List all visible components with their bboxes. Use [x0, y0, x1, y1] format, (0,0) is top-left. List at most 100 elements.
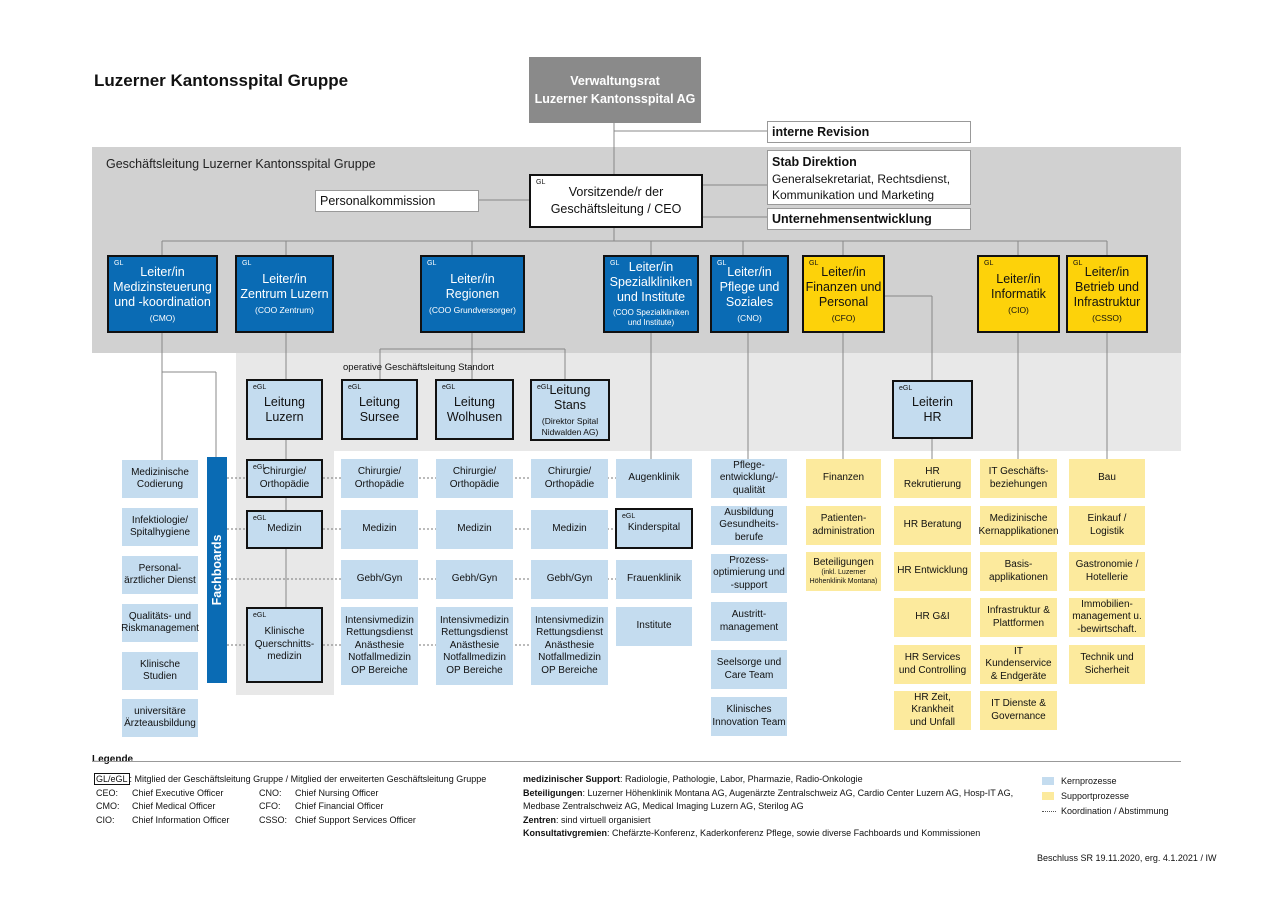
- unit-line: -bewirtschaft.: [1077, 623, 1137, 635]
- revision-label: interne Revision: [772, 125, 870, 139]
- unit-line: Patienten-: [820, 513, 867, 524]
- legend-note: Beteiligungen: Luzerner Höhenklinik Mont…: [523, 788, 1013, 799]
- legend-note-text: Medbase Zentralschweiz AG, Medical Imagi…: [523, 801, 804, 811]
- unit-line: Rettungsdienst: [346, 627, 413, 639]
- unit-line: OP Bereiche: [351, 664, 408, 676]
- footer-note: Beschluss SR 19.11.2020, erg. 4.1.2021 /…: [1037, 853, 1217, 863]
- leader-l2: Zentrum Luzern: [240, 287, 329, 302]
- unit-line: Immobilien-: [1081, 598, 1133, 610]
- ceo-line1: Vorsitzende/r der: [568, 185, 664, 199]
- unit-line: Care Team: [724, 669, 774, 681]
- leader-sub: (CSSO): [1092, 312, 1122, 323]
- unit-line: Kernapplikationen: [978, 525, 1059, 537]
- unit-line: Einkauf /: [1087, 513, 1127, 524]
- unit-line: Orthopädie: [354, 478, 405, 490]
- leader-cfo: GL Leiter/in Finanzen und Personal (CFO): [802, 255, 885, 333]
- csso-unit: Gastronomie /Hotellerie: [1069, 552, 1145, 591]
- legend-abbr-key: CFO:: [259, 801, 281, 811]
- hr-head: eGL Leiterin HR: [892, 380, 973, 439]
- unit-line: management u.: [1072, 611, 1142, 623]
- hr-unit: HR G&I: [894, 598, 971, 637]
- legend-note: Medbase Zentralschweiz AG, Medical Imagi…: [523, 801, 804, 812]
- unit-line: Medizin: [552, 523, 587, 535]
- unit-line: Notfallmedizin: [348, 652, 411, 664]
- egl-tag: eGL: [253, 612, 267, 619]
- spez-unit-institute: Institute: [616, 607, 692, 646]
- unit-line: Sicherheit: [1084, 664, 1130, 676]
- unit-line: Augenklinik: [628, 472, 680, 484]
- wolhusen-unit-medizin: Medizin: [436, 510, 513, 549]
- spez-unit-augenklinik: Augenklinik: [616, 459, 692, 498]
- stab-box: Stab Direktion Generalsekretariat, Recht…: [767, 150, 971, 205]
- unit-line: Kinderspital: [627, 522, 681, 534]
- unit-line: Gebh/Gyn: [546, 573, 593, 585]
- site-l2: Wolhusen: [446, 409, 503, 424]
- unit-line: Rettungsdienst: [536, 627, 603, 639]
- leader-sub: (COO Spezialkliniken: [612, 308, 690, 318]
- wolhusen-unit-gebh: Gebh/Gyn: [436, 560, 513, 599]
- unit-line: Basis-: [1004, 559, 1033, 570]
- leader-l2: Spezialkliniken: [609, 275, 693, 290]
- legend-note: Zentren: sind virtuell organisiert: [523, 815, 651, 826]
- unit-line: Austritt-: [731, 609, 767, 620]
- unit-line: HR Zeit, Krankheit: [911, 691, 954, 716]
- cio-unit: IT Dienste &Governance: [980, 691, 1057, 730]
- fachboards-bar: Fachboards: [207, 457, 227, 683]
- egl-tag: eGL: [253, 384, 267, 391]
- legend-gl-key: GL/eGL: [94, 773, 130, 785]
- leader-sub: (CIO): [1008, 305, 1029, 316]
- legend-koord-label: Koordination / Abstimmung: [1061, 806, 1169, 816]
- legend-abbr-key: CEO:: [96, 788, 119, 798]
- site-l1: Leitung: [263, 394, 305, 409]
- unit-line: Querschnitts-: [254, 638, 315, 650]
- ceo-box: GL Vorsitzende/r der Geschäftsleitung / …: [529, 174, 703, 228]
- legend-support-swatch: [1042, 792, 1054, 800]
- sursee-unit-chirurgie: Chirurgie/Orthopädie: [341, 459, 418, 498]
- stans-unit-gebh: Gebh/Gyn: [531, 560, 608, 599]
- unit-line: -support: [730, 579, 768, 591]
- unit-line: Personal-: [138, 562, 182, 574]
- leader-cio: GL Leiter/in Informatik (CIO): [977, 255, 1060, 333]
- leader-cmo: GL Leiter/in Medizinsteuerung und -koord…: [107, 255, 218, 333]
- unit-line: Anästhesie: [354, 639, 405, 651]
- leader-cno: GL Leiter/in Pflege und Soziales (CNO): [710, 255, 789, 333]
- unit-line: Codierung: [136, 479, 184, 490]
- legend-abbr-text: Chief Financial Officer: [295, 801, 384, 811]
- sursee-unit-medizin: Medizin: [341, 510, 418, 549]
- unit-line: Intensivmedizin: [535, 614, 604, 626]
- cfo-unit: Finanzen: [806, 459, 881, 498]
- leader-l2: Regionen: [445, 287, 500, 302]
- csso-unit: Einkauf /Logistik: [1069, 506, 1145, 545]
- unit-line: Qualitäts- und: [128, 610, 192, 622]
- legend-title: Legende: [92, 754, 134, 765]
- fachboards-label: Fachboards: [210, 534, 224, 606]
- unit-line: entwicklung/-: [719, 472, 779, 484]
- unit-line: Innovation Team: [712, 716, 786, 728]
- leader-l3: und Institute: [616, 290, 686, 305]
- unit-line: Infektiologie/: [131, 514, 189, 526]
- ceo-line2: Geschäftsleitung / CEO: [550, 202, 682, 216]
- unit-line: Rekrutierung: [903, 478, 962, 490]
- legend-abbr-text: Chief Nursing Officer: [295, 788, 379, 798]
- leader-sub: (CFO): [831, 312, 856, 323]
- unit-line: & Endgeräte: [990, 670, 1047, 682]
- unit-line: Hotellerie: [1085, 571, 1129, 583]
- cio-unit: Basis-applikationen: [980, 552, 1057, 591]
- unit-line: Finanzen: [822, 472, 865, 484]
- unit-line: Frauenklinik: [627, 573, 681, 585]
- unit-note: (inkl. Luzerner: [821, 569, 866, 576]
- board-line2: Luzerner Kantonsspital AG: [534, 91, 696, 106]
- unit-line: Gastronomie /: [1075, 559, 1139, 570]
- leader-l1: Leiter/in: [140, 264, 185, 279]
- leader-l3: Soziales: [725, 294, 774, 309]
- site-stans: eGL Leitung Stans (Direktor Spital Nidwa…: [530, 379, 610, 441]
- unit-line: Seelsorge und: [716, 657, 782, 668]
- site-wolhusen: eGL Leitung Wolhusen: [435, 379, 514, 440]
- site-l2: Stans: [554, 398, 586, 413]
